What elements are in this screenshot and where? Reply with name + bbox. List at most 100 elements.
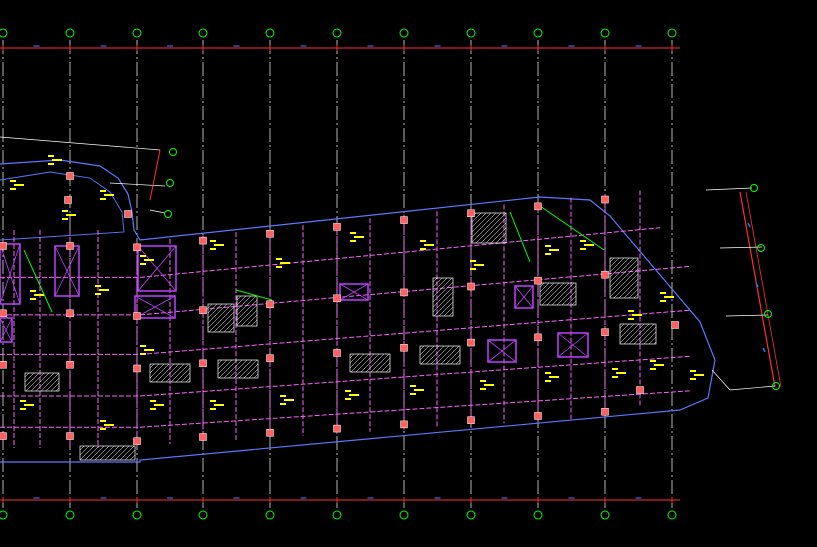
- hatch-stroke: [350, 353, 370, 373]
- rebar-tag-stroke: [549, 249, 559, 251]
- hatch-stroke: [609, 258, 639, 288]
- slab-opening: [134, 295, 176, 319]
- opening-cross: [134, 295, 176, 319]
- hatch-stroke: [419, 345, 430, 356]
- rebar-tag-stroke: [545, 245, 551, 247]
- beam-horizontal: [0, 390, 691, 428]
- hatch-layer: [24, 212, 657, 461]
- slab-outline-layer: [0, 159, 716, 463]
- side-grid-line: [0, 136, 161, 151]
- column: [534, 412, 542, 420]
- hatch-stroke: [165, 363, 185, 383]
- hatch-stroke: [609, 257, 625, 273]
- rebar-tag-stroke: [480, 380, 486, 382]
- column: [0, 309, 7, 318]
- hatch-stroke: [40, 372, 60, 392]
- grid-bubble-icon: [533, 510, 543, 520]
- hatch-stroke: [185, 377, 191, 383]
- rebar-tag: [690, 370, 704, 380]
- rebar-tag-stroke: [690, 378, 696, 380]
- column: [0, 361, 7, 369]
- rebar-tag-stroke: [484, 384, 494, 386]
- hatch-stroke: [79, 445, 85, 451]
- slab-opening: [487, 339, 517, 363]
- side-dimension-line: [149, 149, 161, 201]
- rebar-tag-stroke: [628, 318, 634, 320]
- hatch-stroke: [432, 286, 454, 308]
- rebar-tag-stroke: [660, 292, 666, 294]
- hatch-stroke: [609, 268, 639, 298]
- rebar-tag-stroke: [612, 368, 618, 370]
- hatch-stroke: [24, 372, 35, 383]
- rebar-tag: [210, 400, 224, 410]
- hatch-stroke: [432, 281, 454, 303]
- grid-axis-layer: [0, 28, 677, 520]
- hatch-stroke: [236, 304, 258, 326]
- hatch-stroke: [561, 290, 577, 306]
- rebar-tag-stroke: [52, 159, 62, 161]
- hatch-stroke: [104, 445, 120, 461]
- column: [534, 276, 542, 285]
- rebar-tag-stroke: [100, 428, 106, 430]
- column: [266, 354, 274, 362]
- hatch-stroke: [432, 277, 443, 288]
- rebar-tag-stroke: [280, 403, 286, 405]
- hatch-stroke: [236, 295, 252, 311]
- column: [636, 386, 644, 394]
- brace-diagonal: [23, 249, 53, 313]
- column: [66, 432, 74, 440]
- beam-layer: [0, 190, 691, 448]
- rebar-tag-stroke: [10, 188, 16, 190]
- column: [66, 242, 74, 250]
- hatch-stroke: [79, 445, 90, 456]
- column: [199, 236, 207, 245]
- hatch-stroke: [609, 263, 639, 293]
- grid-bubble-icon: [332, 28, 342, 38]
- hatch-stroke: [24, 372, 40, 388]
- rebar-tag-stroke: [144, 259, 154, 261]
- hatch-stroke: [89, 445, 105, 461]
- rebar-tag-stroke: [350, 232, 356, 234]
- hatch-stroke: [233, 359, 253, 379]
- hatch-stroke: [541, 282, 565, 306]
- hatch-stroke: [539, 282, 550, 293]
- rebar-tag: [650, 360, 664, 370]
- side-dimension-line: [745, 191, 782, 388]
- rebar-annotation-layer: [10, 155, 704, 430]
- column: [66, 172, 74, 180]
- grid-bubble-icon: [164, 210, 172, 218]
- rebar-tag-stroke: [470, 268, 476, 270]
- hatch-stroke: [207, 303, 233, 329]
- rebar-tag-stroke: [140, 255, 146, 257]
- rebar-tag-stroke: [420, 248, 426, 250]
- rebar-tag-stroke: [690, 370, 696, 372]
- column: [133, 312, 141, 320]
- hatch-stroke: [149, 363, 165, 379]
- hatch-stroke: [619, 323, 630, 334]
- rebar-tag-stroke: [210, 408, 216, 410]
- column: [333, 349, 341, 357]
- grid-bubble-icon: [600, 510, 610, 520]
- column: [601, 195, 609, 204]
- column: [333, 223, 341, 231]
- rebar-tag-stroke: [210, 400, 216, 402]
- grid-bubble-icon: [466, 28, 476, 38]
- column: [400, 344, 408, 352]
- hatch-stroke: [243, 363, 259, 379]
- hatch-stroke: [236, 295, 242, 301]
- grid-bubble-icon: [533, 28, 543, 38]
- hatch-stroke: [208, 306, 235, 333]
- column: [66, 309, 74, 318]
- hatch-stroke: [370, 353, 390, 373]
- rebar-tag-stroke: [104, 424, 114, 426]
- rebar-tag-stroke: [580, 248, 586, 250]
- rebar-tag-stroke: [545, 253, 551, 255]
- hatch-stroke: [30, 372, 50, 392]
- hatch-stroke: [419, 345, 425, 351]
- hatch-stroke: [546, 282, 570, 306]
- rebar-tag-stroke: [545, 372, 551, 374]
- rebar-tag-stroke: [210, 248, 216, 250]
- hatch-stroke: [217, 359, 223, 365]
- hatch-stroke: [79, 445, 95, 461]
